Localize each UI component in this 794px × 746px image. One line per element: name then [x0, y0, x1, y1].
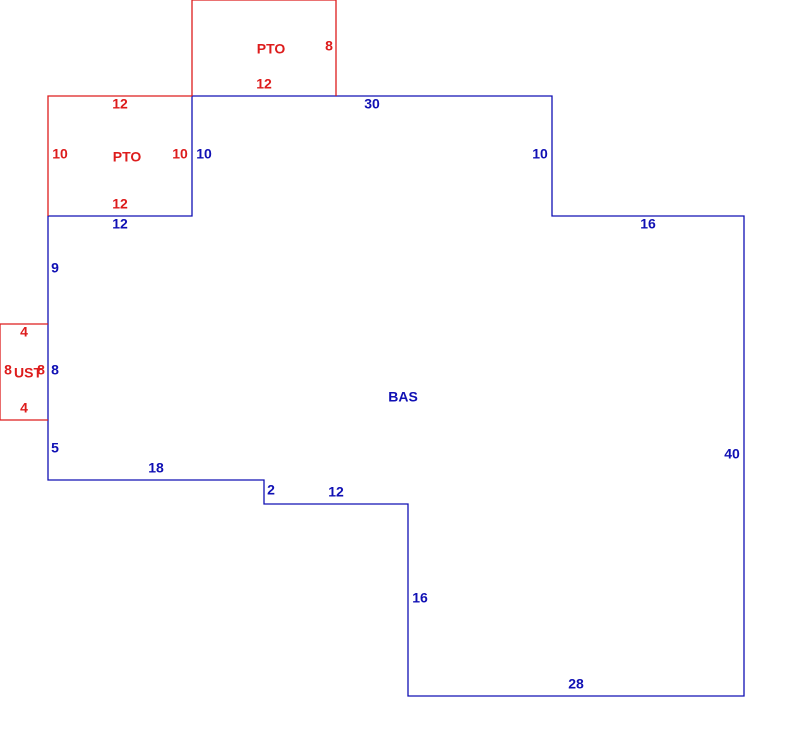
dim-pto-left-right: 10 [172, 146, 188, 162]
dim-bas-right-step-top: 16 [640, 216, 656, 232]
dim-pto-left-top: 12 [112, 96, 128, 112]
dim-bas-left-lower: 5 [51, 440, 59, 456]
dim-bas-notch-right: 10 [196, 146, 212, 162]
area-label-pto-top: PTO [257, 41, 286, 57]
pto-top-outline[interactable] [191, 0, 337, 96]
dim-bas-inner-top: 12 [328, 484, 344, 500]
dim-bas-bottom: 28 [568, 676, 584, 692]
dim-ust-left: 8 [4, 362, 12, 378]
dim-pto-left-left: 10 [52, 146, 68, 162]
area-label-ust: UST [14, 365, 42, 381]
dim-ust-top: 4 [20, 324, 28, 340]
dim-bas-lower-left-top: 18 [148, 460, 164, 476]
dim-bas-small-step: 2 [267, 482, 275, 498]
ust-area[interactable] [0, 323, 48, 421]
dim-bas-upper-right-drop: 10 [532, 146, 548, 162]
ust-outline[interactable] [0, 323, 48, 421]
pto-left-outline[interactable] [47, 95, 192, 216]
dim-ust-bottom: 4 [20, 400, 28, 416]
dim-pto-top-right: 8 [325, 38, 333, 54]
area-label-bas: BAS [388, 389, 418, 405]
dim-bas-left-middle: 8 [51, 362, 59, 378]
dim-bas-right: 40 [724, 446, 740, 462]
dim-bas-inner-vertical: 16 [412, 590, 428, 606]
dim-bas-notch-bottom: 12 [112, 216, 128, 232]
dim-pto-top-bottom: 12 [256, 76, 272, 92]
area-label-pto-left: PTO [113, 149, 142, 165]
dim-ust-right: 8 [37, 362, 45, 378]
pto-top-area[interactable] [191, 0, 337, 96]
dim-bas-left-upper: 9 [51, 260, 59, 276]
dim-pto-left-bottom: 12 [112, 196, 128, 212]
pto-left-area[interactable] [47, 95, 192, 216]
dim-bas-top: 30 [364, 96, 380, 112]
